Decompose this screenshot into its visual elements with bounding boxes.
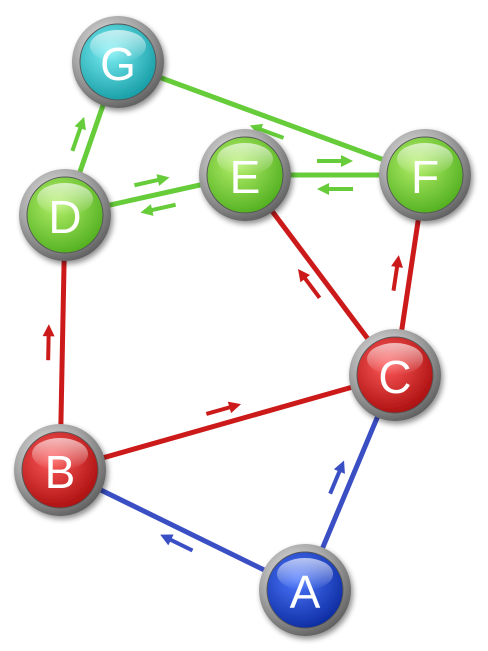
arrow-e-to-d — [140, 202, 177, 216]
node-a: A — [259, 544, 351, 636]
arrow-c-to-e — [298, 269, 322, 299]
arrow-b-to-c — [205, 401, 241, 416]
arrow-c-to-f — [391, 255, 403, 292]
arrow-d-to-e — [133, 174, 170, 188]
arrow-b-to-d — [42, 324, 55, 361]
node-label-e: E — [230, 151, 261, 203]
arrow-f-to-e — [317, 183, 353, 195]
node-label-a: A — [290, 566, 321, 618]
edge-b-c — [59, 372, 396, 473]
node-f: F — [379, 129, 471, 221]
node-label-c: C — [378, 351, 411, 403]
node-c: C — [349, 329, 441, 421]
arrow-a-to-c — [328, 460, 345, 495]
arrow-e-to-f — [317, 155, 353, 167]
node-label-b: B — [45, 446, 76, 498]
node-layer: A B C D E F G — [14, 16, 471, 636]
node-e: E — [199, 129, 291, 221]
arrow-layer — [42, 116, 403, 553]
node-label-g: G — [100, 38, 136, 90]
node-d: D — [19, 169, 111, 261]
edge-f-g — [117, 59, 426, 178]
node-label-d: D — [48, 191, 81, 243]
arrow-a-to-b — [160, 534, 194, 553]
node-b: B — [14, 424, 106, 516]
arrow-d-to-g — [70, 116, 86, 152]
node-g: G — [72, 16, 164, 108]
node-label-f: F — [411, 151, 439, 203]
